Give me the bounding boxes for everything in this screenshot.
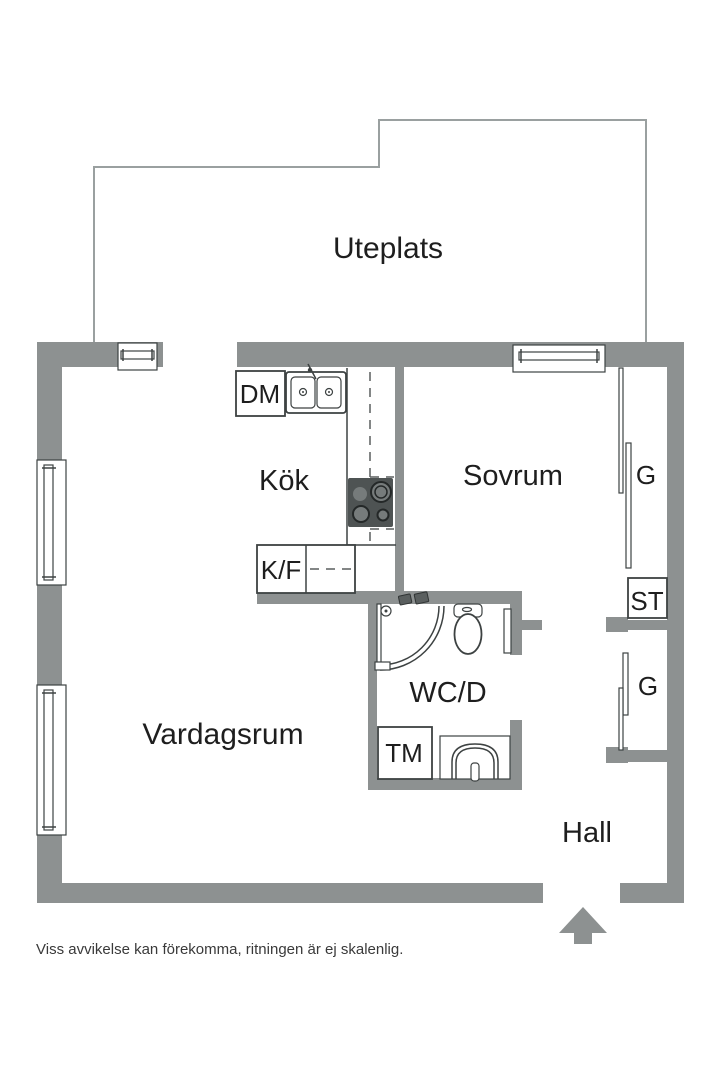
room-label-hall: Hall [562,817,612,849]
toilet-icon [453,603,483,655]
wc-door [503,608,512,654]
cleaning-closet-box [627,577,668,619]
walls [37,342,684,903]
label-dishwasher: DM [240,379,280,409]
wall-closet-top-cap [606,617,628,632]
shower-icon [374,603,445,671]
dishwasher-box [235,370,286,417]
bathroom-fixtures [374,591,512,782]
patio-outline [93,119,647,343]
label-cleaning-closet: ST [630,586,663,616]
kitchen-fixtures [235,363,396,594]
washbasin-icon [439,735,511,782]
wall-wc-right-lower [510,720,522,790]
wall-wc-right-upper [510,591,522,655]
label-washing-machine: TM [385,738,423,768]
wall-wc-stub [522,620,542,630]
wall-bottom-left [37,883,543,903]
stove-icon [348,478,393,527]
entrance-arrow-icon [559,907,607,944]
wall-top-right [237,342,684,367]
wall-wc-bottom [368,778,522,790]
wardrobe-door [618,367,624,494]
wall-mid-horizontal [257,591,522,604]
wardrobe-door [622,652,629,716]
window-icon [36,684,67,836]
room-label-kok: Kök [259,465,309,497]
wall-closet-bottom-cap [606,747,628,763]
closets [618,367,668,751]
room-label-vardagsrum: Vardagsrum [142,718,303,751]
label-wardrobe-hall: G [638,671,658,701]
wardrobe-door [618,687,624,751]
room-label-sovrum: Sovrum [463,460,563,492]
room-label-wcd: WC/D [409,677,486,709]
window-icon [117,342,158,371]
wall-closet-top-band [608,620,667,630]
fridge-freezer-box [256,544,356,594]
room-label-uteplats: Uteplats [333,232,443,265]
window-icon [512,344,606,373]
label-wardrobe-sovrum: G [636,460,656,490]
wall-bottom-right [620,883,684,903]
disclaimer-text: Viss avvikelse kan förekomma, ritningen … [36,941,403,958]
sink-icon [285,363,347,414]
label-fridge-freezer: K/F [261,555,301,585]
wall-right [667,342,684,903]
wardrobe-door [625,442,632,569]
wall-bedroom-left [395,367,404,604]
window-icon [36,459,67,586]
washing-machine-box [377,726,433,780]
shower-valve-icon [397,591,430,606]
wall-wc-left [368,591,377,790]
